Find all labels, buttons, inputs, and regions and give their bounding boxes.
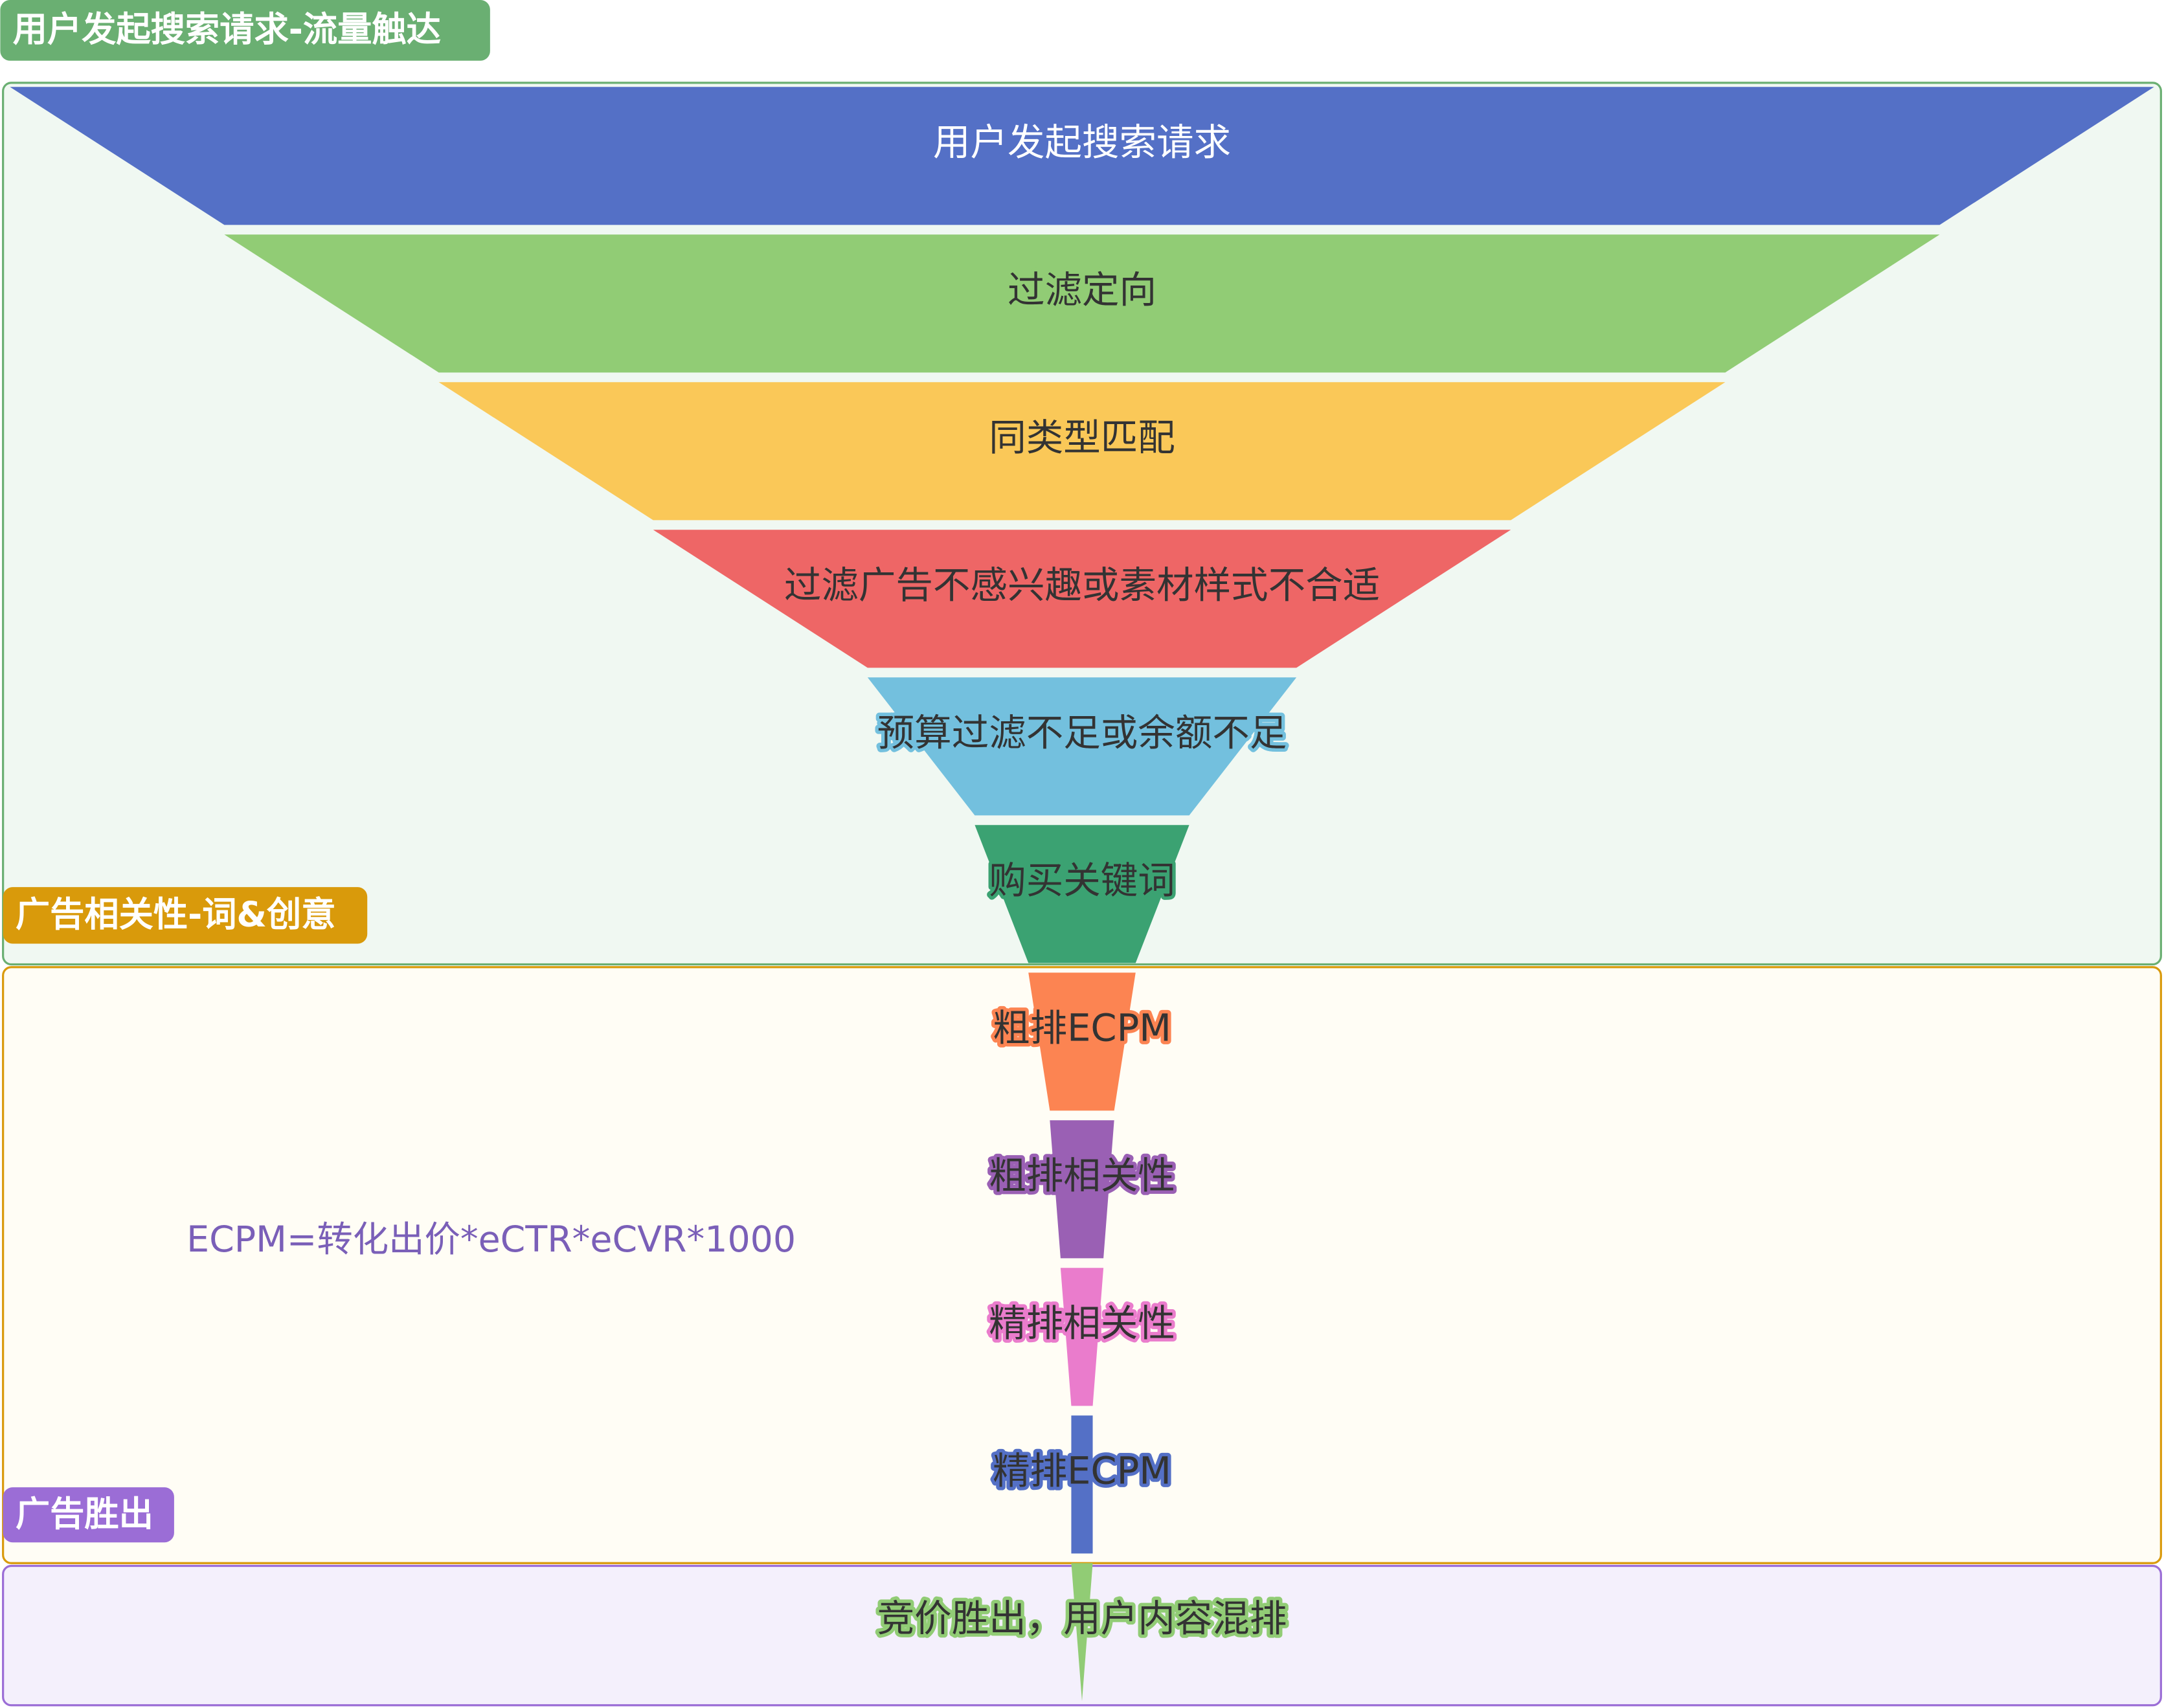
funnel-segment-6 xyxy=(975,825,1189,963)
funnel-label-3: 同类型匹配 xyxy=(989,416,1175,459)
funnel-label-11: 竞价胜出，用户内容混排 xyxy=(877,1597,1287,1640)
tag-ad-relevance-label: 广告相关性-词&创意 xyxy=(16,895,336,935)
funnel-label-9: 精排相关性 xyxy=(989,1301,1175,1345)
funnel-label-10: 精排ECPM xyxy=(993,1449,1171,1492)
funnel-segment-2 xyxy=(224,234,1940,373)
funnel-segment-5 xyxy=(867,677,1297,816)
funnel-segment-10 xyxy=(1071,1415,1093,1554)
funnel-segment-4 xyxy=(653,530,1511,668)
funnel-segment-9 xyxy=(1060,1268,1104,1406)
tag-traffic-reach-badge xyxy=(0,0,490,61)
tag-ad-win-badge xyxy=(3,1487,174,1543)
funnel-segment-7 xyxy=(1028,972,1136,1111)
funnel-segment-8 xyxy=(1050,1120,1114,1259)
funnel-label-7: 粗排ECPM xyxy=(993,1006,1171,1050)
funnel-label-6: 购买关键词 xyxy=(989,859,1175,902)
funnel-label-1: 用户发起搜索请求 xyxy=(933,120,1231,164)
funnel-segment-3 xyxy=(438,382,1726,521)
tag-traffic-reach-label: 用户发起搜索请求-流量触达 xyxy=(13,10,441,50)
funnel-label-8: 粗排相关性 xyxy=(989,1154,1175,1197)
tag-ad-win-label: 广告胜出 xyxy=(16,1494,153,1534)
funnel-label-2: 过滤定向 xyxy=(1008,268,1156,311)
funnel-label-5: 预算过滤不足或余额不足 xyxy=(877,711,1287,754)
ecpm-formula: ECPM=转化出价*eCTR*eCVR*1000 xyxy=(186,1219,796,1261)
tag-ad-relevance-badge xyxy=(3,887,368,944)
funnel-segment-1 xyxy=(10,87,2154,225)
funnel-label-4: 过滤广告不感兴趣或素材样式不合适 xyxy=(784,563,1380,607)
funnel-segment-11 xyxy=(1071,1563,1093,1702)
